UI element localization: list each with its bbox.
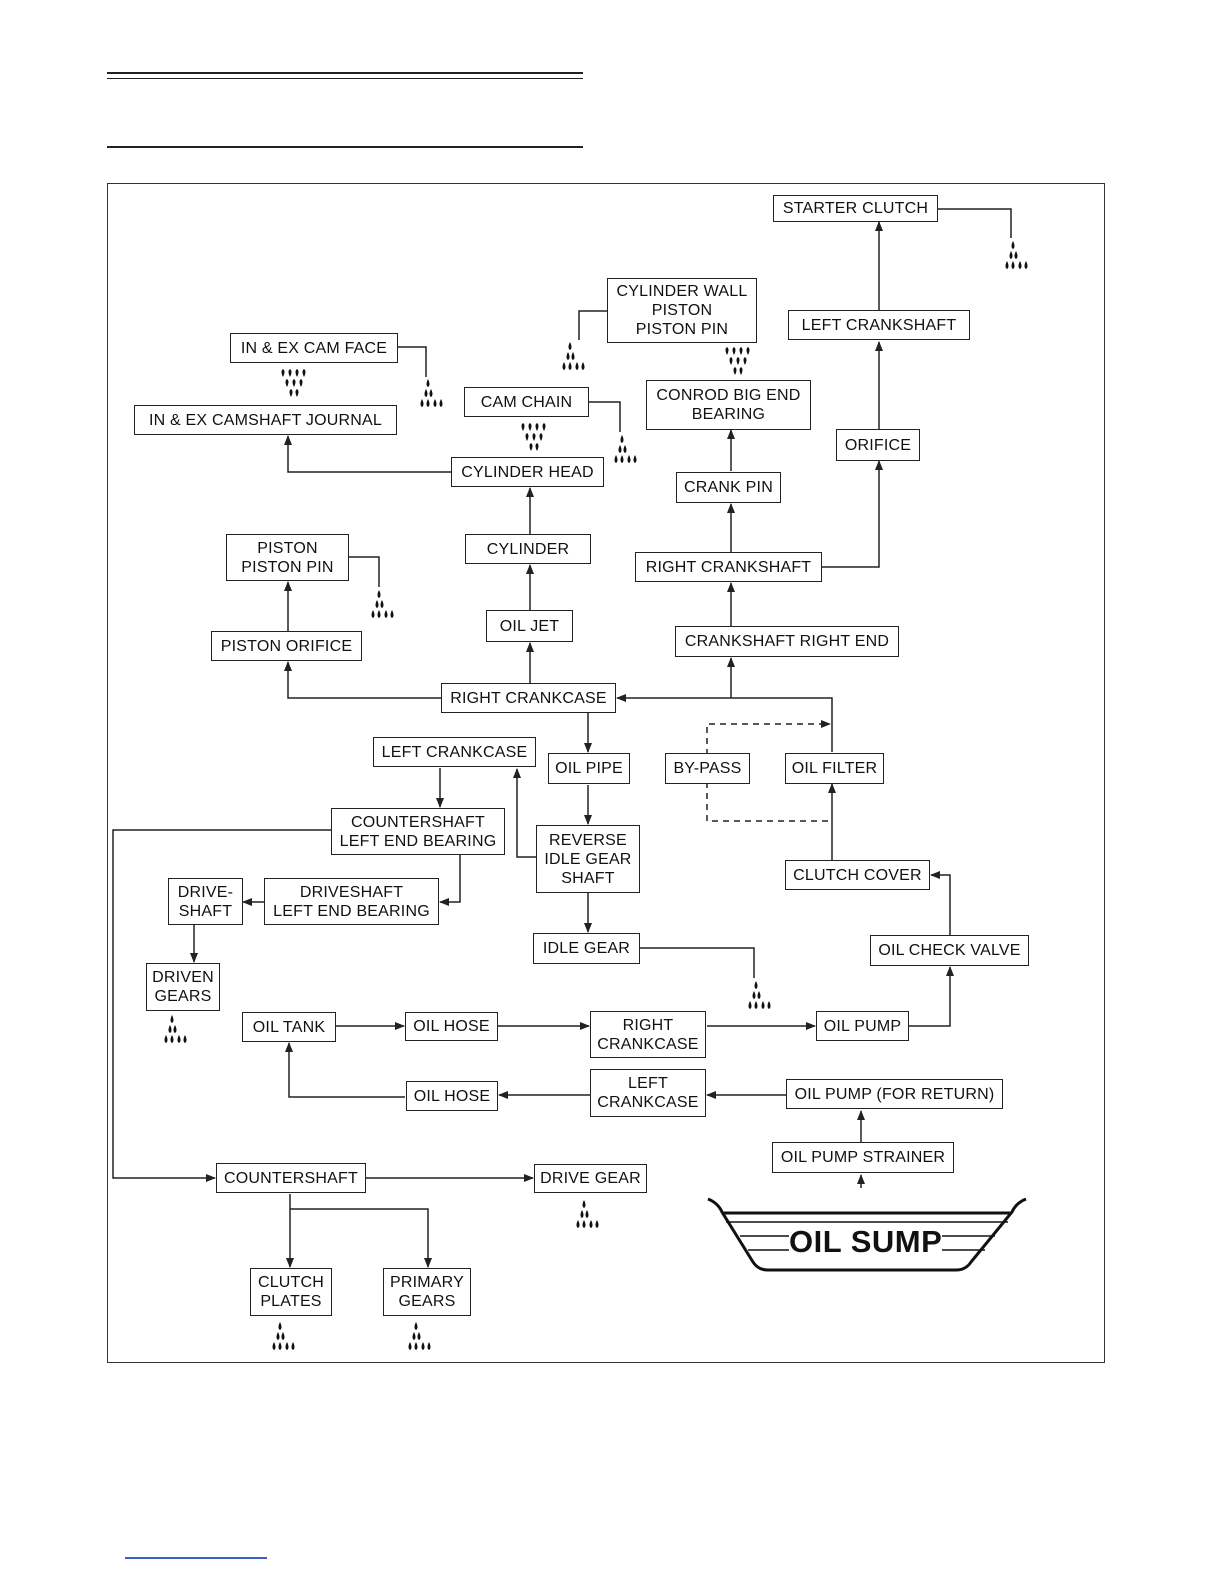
- node-orifice: ORIFICE: [836, 429, 920, 461]
- header-rule-top-thin: [107, 78, 583, 79]
- node-idle-gear: IDLE GEAR: [533, 933, 640, 964]
- node-oil-pump: OIL PUMP: [816, 1011, 909, 1041]
- node-primary-gears: PRIMARY GEARS: [383, 1268, 471, 1316]
- node-countershaft: COUNTERSHAFT: [216, 1163, 366, 1193]
- node-driveshaft-left-end-bearing: DRIVESHAFT LEFT END BEARING: [264, 878, 439, 925]
- oil-spray-icon: [521, 423, 546, 451]
- node-driven-gears: DRIVEN GEARS: [146, 963, 220, 1011]
- node-driveshaft: DRIVE- SHAFT: [168, 878, 243, 925]
- drip-line-piston: [349, 556, 380, 587]
- node-right-crankcase: RIGHT CRANKCASE: [441, 683, 616, 713]
- drip-line-cam-face: [398, 346, 427, 377]
- node-cylinder-head: CYLINDER HEAD: [451, 457, 604, 487]
- flow-check-valve-to-clutch-cover: [930, 871, 951, 935]
- node-oil-hose-return: OIL HOSE: [406, 1081, 498, 1111]
- oil-drip-icon: [420, 379, 443, 407]
- oil-drip-icon: [408, 1322, 431, 1350]
- drip-line-cam-chain: [589, 401, 621, 432]
- node-cylinder-wall: CYLINDER WALL PISTON PISTON PIN: [607, 278, 757, 343]
- flow-filter-to-right-crankcase: [616, 694, 833, 752]
- page-footer-link-rule: [125, 1557, 267, 1559]
- oil-drip-icon: [576, 1200, 599, 1228]
- node-reverse-idle-gear-shaft: REVERSE IDLE GEAR SHAFT: [536, 825, 640, 893]
- node-piston-orifice: PISTON ORIFICE: [211, 631, 362, 661]
- node-cylinder: CYLINDER: [465, 534, 591, 564]
- node-oil-hose-supply: OIL HOSE: [405, 1012, 498, 1041]
- node-oil-pump-return: OIL PUMP (FOR RETURN): [786, 1079, 1003, 1109]
- flow-right-crankshaft-to-orifice: [822, 460, 883, 568]
- oil-drip-icon: [272, 1322, 295, 1350]
- flow-countershaft-bearing-to-countershaft: [112, 829, 331, 1182]
- node-left-crankcase: LEFT CRANKCASE: [373, 737, 536, 767]
- node-right-crankcase-pump: RIGHT CRANKCASE: [590, 1011, 706, 1058]
- oil-drip-icon: [371, 590, 394, 618]
- node-left-crankcase-return: LEFT CRANKCASE: [590, 1069, 706, 1117]
- node-clutch-plates: CLUTCH PLATES: [250, 1268, 332, 1316]
- flow-hose-to-tank: [285, 1042, 405, 1098]
- node-oil-pump-strainer: OIL PUMP STRAINER: [772, 1142, 954, 1173]
- node-starter-clutch: STARTER CLUTCH: [773, 195, 938, 222]
- node-oil-filter: OIL FILTER: [785, 753, 884, 784]
- flow-countershaft-to-primary-gears: [290, 1208, 432, 1268]
- node-in-ex-cam-face: IN & EX CAM FACE: [230, 333, 398, 363]
- oil-drip-icon: [614, 435, 637, 463]
- oil-drip-icon: [748, 981, 771, 1009]
- oil-drip-icon: [164, 1015, 187, 1043]
- header-rule-lower: [107, 146, 583, 148]
- node-drive-gear: DRIVE GEAR: [534, 1164, 647, 1193]
- node-oil-tank: OIL TANK: [242, 1012, 336, 1042]
- oil-drip-icon: [1005, 241, 1028, 269]
- node-left-crankshaft: LEFT CRANKSHAFT: [788, 310, 970, 340]
- node-oil-pipe: OIL PIPE: [548, 753, 630, 784]
- node-conrod-big-end-bearing: CONROD BIG END BEARING: [646, 380, 811, 430]
- oil-spray-icon: [725, 347, 750, 375]
- node-oil-jet: OIL JET: [486, 610, 573, 642]
- node-oil-check-valve: OIL CHECK VALVE: [870, 935, 1029, 966]
- node-countershaft-left-end-bearing: COUNTERSHAFT LEFT END BEARING: [331, 808, 505, 855]
- node-clutch-cover: CLUTCH COVER: [785, 860, 930, 890]
- node-crank-pin: CRANK PIN: [676, 472, 781, 503]
- node-cam-chain: CAM CHAIN: [464, 387, 589, 417]
- flow-reverse-idle-to-left-crankcase: [513, 768, 536, 858]
- drip-line-cylinder-wall: [578, 310, 608, 340]
- flow-countershaft-bearing-to-driveshaft-bearing: [439, 855, 461, 906]
- node-by-pass: BY-PASS: [665, 753, 750, 784]
- lubrication-diagram-frame: [107, 183, 1105, 1363]
- node-piston: PISTON PISTON PIN: [226, 534, 349, 581]
- oil-sump-label: OIL SUMP: [789, 1224, 943, 1260]
- drip-line-idle-gear: [640, 947, 755, 978]
- oil-spray-icon: [281, 369, 306, 397]
- oil-sump-tank: [707, 1197, 1027, 1272]
- header-rule-top: [107, 72, 583, 74]
- node-right-crankshaft: RIGHT CRANKSHAFT: [635, 552, 822, 582]
- flow-pump-to-check-valve: [909, 966, 954, 1027]
- node-crankshaft-right-end: CRANKSHAFT RIGHT END: [675, 626, 899, 657]
- oil-drip-icon: [562, 342, 585, 370]
- flow-head-to-camshaft-journal: [284, 435, 452, 473]
- drip-line-starter: [938, 208, 1012, 238]
- node-camshaft-journal: IN & EX CAMSHAFT JOURNAL: [134, 405, 397, 435]
- flow-right-crankcase-to-piston-orifice: [284, 661, 442, 699]
